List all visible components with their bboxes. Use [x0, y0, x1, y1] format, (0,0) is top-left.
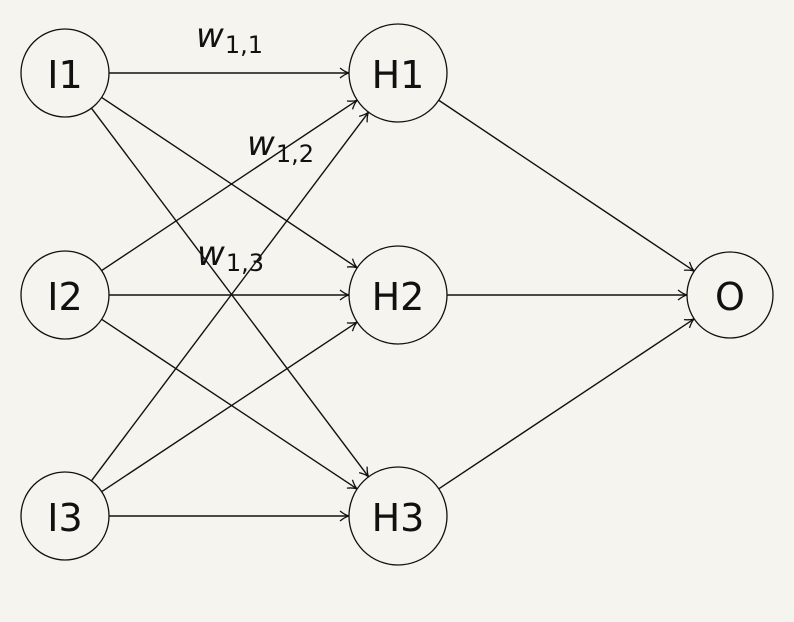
weight-label-w11: w1,1	[196, 16, 263, 59]
node-circle	[348, 23, 448, 123]
node-circle	[20, 250, 110, 340]
node-h1: H1	[348, 23, 448, 123]
node-i2: I2	[20, 250, 110, 340]
node-circle	[20, 471, 110, 561]
node-h2: H2	[348, 245, 448, 345]
node-label: I2	[47, 275, 82, 319]
edge-i2-h3	[101, 318, 358, 490]
weight-label-w13: w1,3	[197, 234, 264, 277]
node-circle	[348, 466, 448, 566]
node-circle	[348, 245, 448, 345]
node-label: O	[715, 275, 745, 319]
node-h3: H3	[348, 466, 448, 566]
edge-h1-o	[438, 99, 695, 272]
node-circle	[686, 251, 774, 339]
weight-label-w12: w1,2	[247, 124, 314, 168]
node-label: I1	[47, 53, 82, 97]
node-label: I3	[47, 496, 82, 540]
weight-labels: w1,1 w1,2 w1,3	[196, 16, 314, 277]
edges	[90, 67, 695, 522]
edge-i3-h1	[90, 111, 370, 482]
node-label: H1	[372, 53, 425, 97]
edge-i3-h2	[101, 321, 358, 493]
edge-i1-h3	[90, 107, 370, 478]
edge-h3-o	[438, 318, 695, 490]
node-label: H3	[372, 496, 425, 540]
edge-i2-h1	[101, 99, 358, 272]
edge-i1-h2	[101, 96, 358, 269]
node-label: H2	[372, 275, 425, 319]
node-o: O	[686, 251, 774, 339]
node-circle	[20, 28, 110, 118]
node-i1: I1	[20, 28, 110, 118]
node-i3: I3	[20, 471, 110, 561]
